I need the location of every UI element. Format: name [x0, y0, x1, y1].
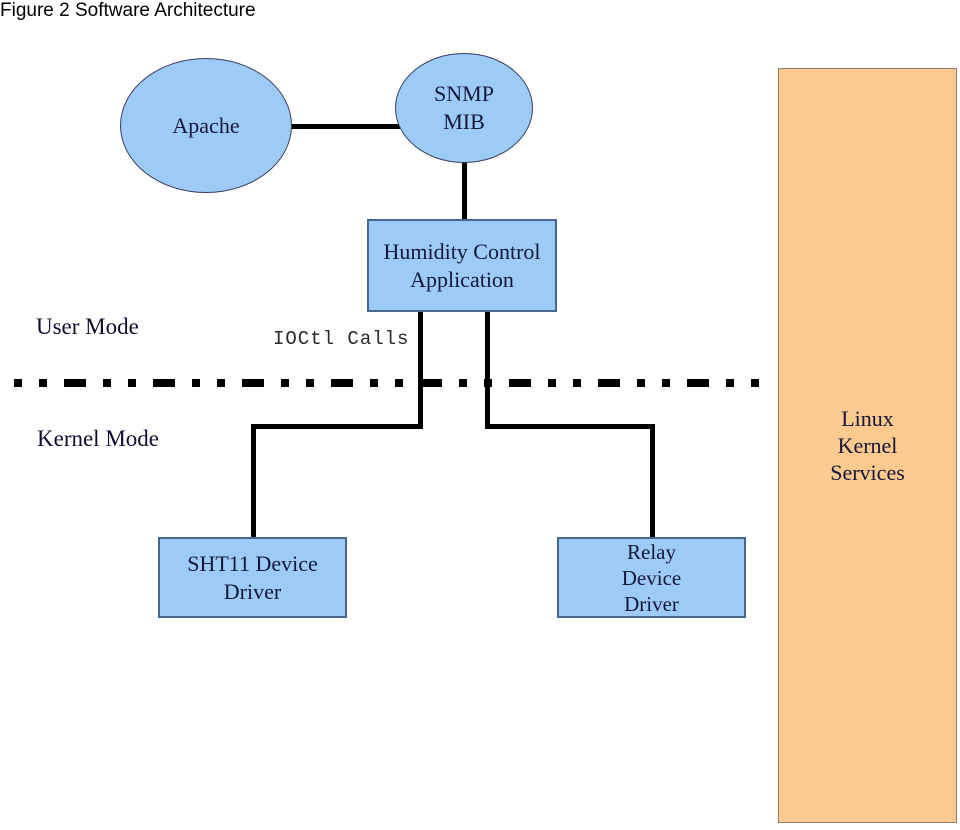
figure-title: Figure 2 Software Architecture [0, 0, 256, 21]
node-humidity-label: Humidity Control Application [383, 238, 541, 292]
connector-humidity-relay-v2 [650, 424, 655, 538]
node-sht11-label: SHT11 Device Driver [187, 550, 318, 604]
node-apache-label: Apache [172, 112, 240, 138]
node-relay-label: Relay Device Driver [621, 539, 682, 616]
node-sht11-device-driver: SHT11 Device Driver [158, 537, 347, 618]
user-kernel-divider-line [14, 379, 766, 387]
kernel-mode-label: Kernel Mode [37, 426, 159, 451]
connector-humidity-relay-v1 [485, 311, 490, 429]
connector-humidity-sht11-v2 [251, 424, 256, 538]
connector-apache-snmp [288, 124, 400, 129]
node-apache: Apache [120, 58, 292, 193]
node-snmp-mib: SNMP MIB [395, 53, 533, 163]
node-linux-kernel-services: Linux Kernel Services [778, 68, 957, 823]
user-mode-label: User Mode [36, 314, 139, 339]
node-snmp-mib-label: SNMP MIB [434, 81, 494, 134]
connector-humidity-sht11-h [251, 424, 423, 429]
node-relay-device-driver: Relay Device Driver [557, 537, 746, 618]
ioctl-calls-label: IOCtl Calls [273, 328, 410, 350]
node-linux-label: Linux Kernel Services [830, 406, 905, 485]
connector-snmp-humidity [462, 158, 467, 222]
connector-humidity-sht11-v1 [418, 311, 423, 429]
connector-humidity-relay-h [485, 424, 655, 429]
node-humidity-control-application: Humidity Control Application [367, 219, 557, 312]
